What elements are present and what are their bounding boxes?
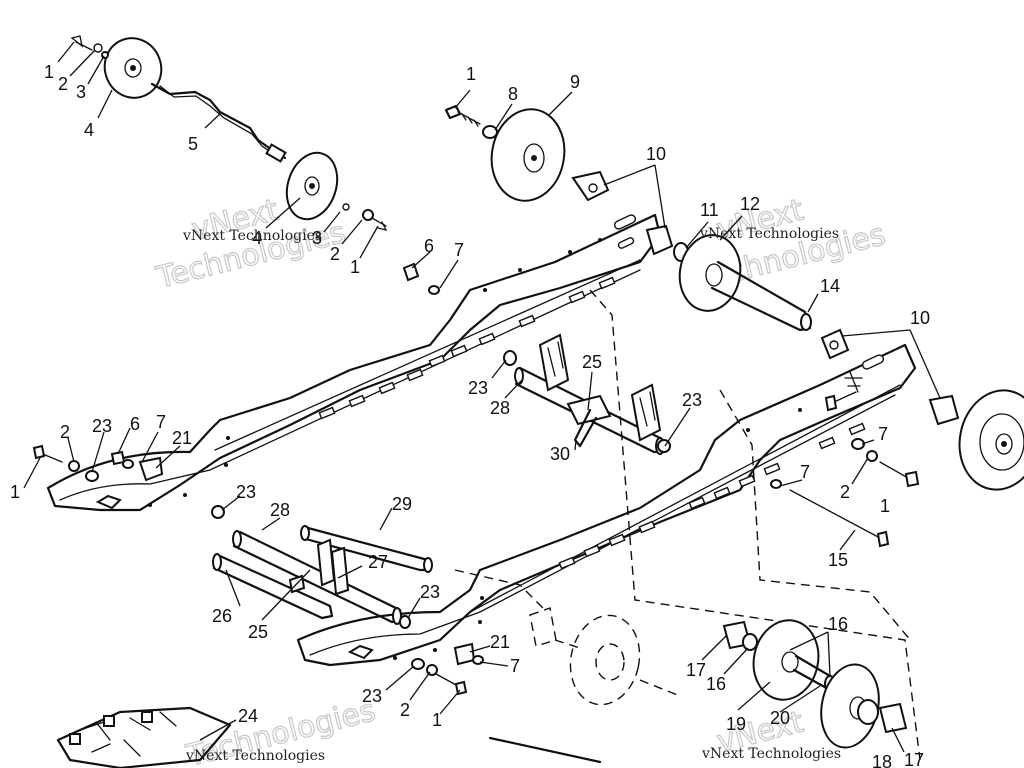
callout-29: 29: [392, 494, 412, 514]
callout-7: 7: [878, 424, 888, 444]
callout-7: 7: [156, 412, 166, 432]
callout-5: 5: [188, 134, 198, 154]
callout-23: 23: [362, 686, 382, 706]
callout-16: 16: [828, 614, 848, 634]
callout-16: 16: [706, 674, 726, 694]
callout-2: 2: [60, 422, 70, 442]
callout-23: 23: [420, 582, 440, 602]
callout-30: 30: [550, 444, 570, 464]
watermark-text-right: vNext Technologies: [699, 226, 839, 242]
callout-26: 26: [212, 606, 232, 626]
callout-7: 7: [510, 656, 520, 676]
phantom-wheel: [529, 607, 681, 706]
callout-3: 3: [312, 228, 322, 248]
callout-11: 11: [700, 200, 719, 220]
callout-23: 23: [236, 482, 256, 502]
callout-23: 23: [468, 378, 488, 398]
lower-wheel-assembly: [722, 619, 908, 749]
leader-lines: [23, 41, 941, 753]
callout-6: 6: [130, 414, 140, 434]
watermark-text-left: vNext Technologies: [182, 228, 322, 244]
callout-1: 1: [466, 64, 476, 84]
callout-1: 1: [880, 496, 890, 516]
callout-24: 24: [238, 706, 258, 726]
callout-23: 23: [682, 390, 702, 410]
callout-12: 12: [740, 194, 760, 214]
callout-23: 23: [92, 416, 112, 436]
callout-21: 21: [172, 428, 192, 448]
callout-7: 7: [800, 462, 810, 482]
callout-1: 1: [432, 710, 442, 730]
watermark-text-bottom-left: vNext Technologies: [185, 748, 325, 764]
callout-2: 2: [330, 244, 340, 264]
callout-1: 1: [44, 62, 54, 82]
callout-1: 1: [10, 482, 20, 502]
callout-17: 17: [686, 660, 706, 680]
left-rail: [46, 213, 662, 512]
callout-2: 2: [840, 482, 850, 502]
callout-18: 18: [872, 752, 892, 768]
idler-wheel-assembly-left: [70, 35, 388, 231]
rear-axle-assembly: [571, 170, 1024, 491]
callout-15: 15: [828, 550, 848, 570]
callout-9: 9: [570, 72, 580, 92]
callout-19: 19: [726, 714, 746, 734]
callout-8: 8: [508, 84, 518, 104]
callout-25: 25: [248, 622, 268, 642]
track-clips: [56, 706, 232, 768]
callout-4: 4: [84, 120, 94, 140]
callout-20: 20: [770, 708, 790, 728]
callout-10: 10: [910, 308, 930, 328]
callout-10: 10: [646, 144, 666, 164]
callout-28: 28: [270, 500, 290, 520]
long-bolt-bottom: [488, 736, 602, 764]
watermark-text-bottom-right: vNext Technologies: [701, 746, 841, 762]
callout-4: 4: [252, 228, 262, 248]
fastener-hardware: [32, 262, 920, 696]
callout-25: 25: [582, 352, 602, 372]
center-cross-tube: [503, 333, 671, 455]
callout-7: 7: [454, 240, 464, 260]
callouts: 1 2 3 4 5 4 3 2 1 1 8 9 10 11 12 14 10 6…: [10, 62, 930, 768]
callout-2: 2: [58, 74, 68, 94]
callout-2: 2: [400, 700, 410, 720]
watermark-small: vNext Technologies vNext Technologies vN…: [182, 226, 841, 764]
callout-14: 14: [820, 276, 840, 296]
callout-1: 1: [350, 257, 360, 277]
callout-3: 3: [76, 82, 86, 102]
callout-6: 6: [424, 236, 434, 256]
callout-27: 27: [368, 552, 388, 572]
idler-wheel-top-center: [444, 104, 566, 202]
callout-17: 17: [904, 750, 924, 768]
front-cross-tubes: [211, 505, 433, 629]
right-rail: [296, 343, 917, 667]
callout-21: 21: [490, 632, 510, 652]
callout-28: 28: [490, 398, 510, 418]
